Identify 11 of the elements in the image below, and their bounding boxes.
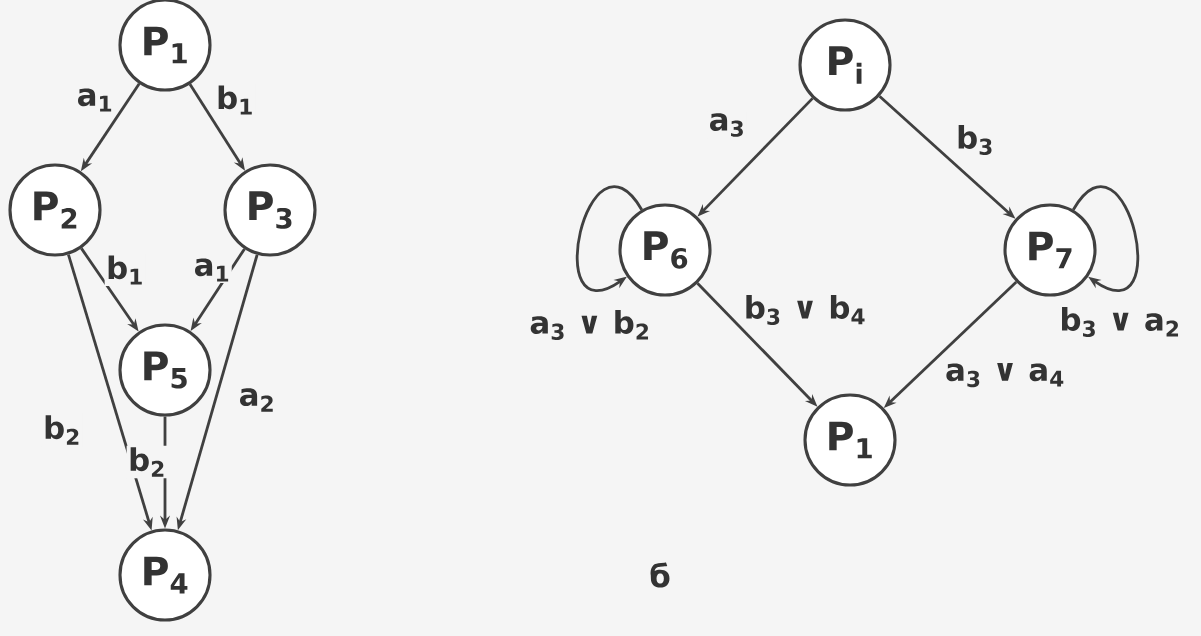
arrow [576, 185, 643, 292]
edge-label: b$_{3}$ ∨ a$_{2}$ [1058, 305, 1182, 339]
edge-label: a$_{1}$ [75, 87, 115, 113]
edge-label: a$_{3}$ ∨ a$_{4}$ [943, 361, 1067, 389]
edge-label: a$_{2}$ [237, 386, 277, 414]
panel-label: б [650, 562, 670, 588]
edge-label: a$_{1}$ [192, 257, 232, 283]
edge-label: b$_{3}$ ∨ b$_{4}$ [742, 293, 868, 327]
arrow [1072, 185, 1139, 292]
edge-label: a$_{3}$ [707, 111, 747, 139]
edge-label: a$_{3}$ ∨ b$_{2}$ [528, 308, 652, 342]
